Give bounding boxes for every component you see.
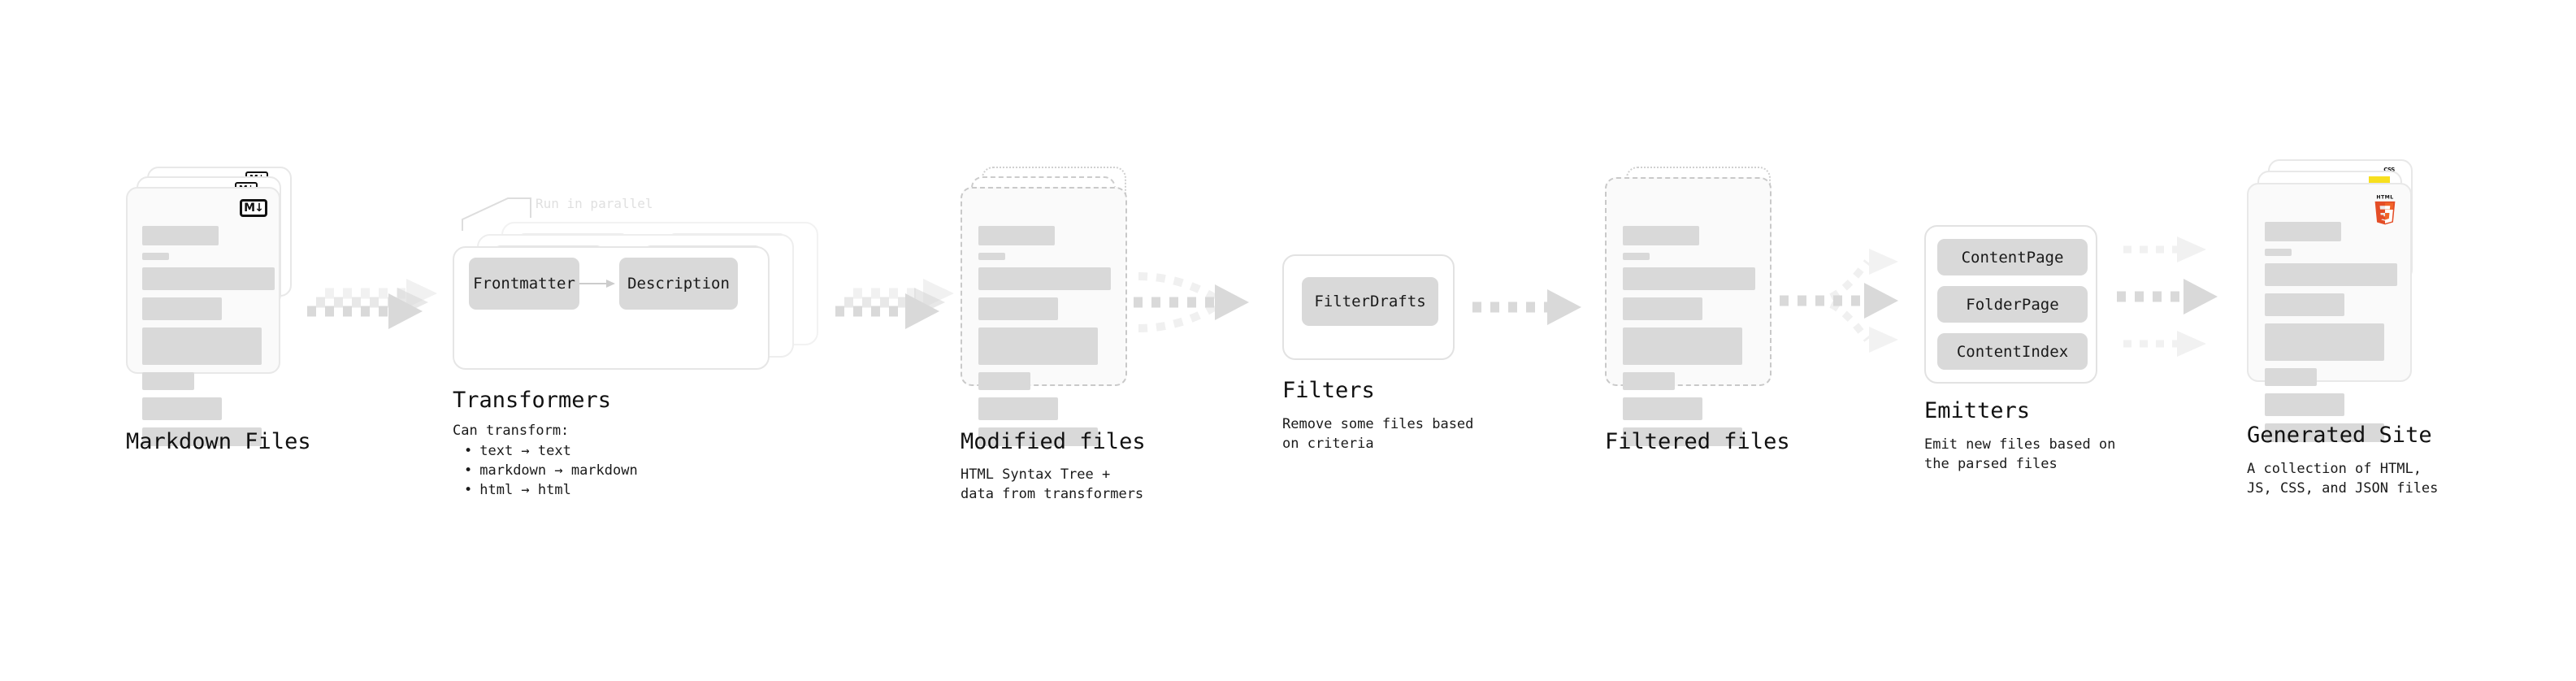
doc-line [142, 267, 275, 290]
doc-line [1623, 327, 1742, 365]
site-card-front: HTML [2247, 183, 2412, 442]
doc-line [1623, 226, 1699, 245]
emitters-title: Emitters [1924, 398, 2031, 423]
doc-line [978, 226, 1055, 245]
doc-line [2265, 323, 2384, 361]
arrow-emitters-to-site [2117, 233, 2263, 357]
generated-site-subtitle: A collection of HTML, JS, CSS, and JSON … [2247, 461, 2439, 497]
svg-text:HTML: HTML [2376, 195, 2393, 201]
doc-line [2265, 249, 2292, 256]
doc-line [978, 267, 1111, 290]
markdown-icon: M↓ [240, 199, 267, 217]
doc-line [1623, 267, 1755, 290]
arrow-markdown-to-transformers [307, 264, 470, 337]
emitter-chip-folderpage[interactable]: FolderPage [1937, 286, 2088, 323]
emitters-box: ContentPage FolderPage ContentIndex [1924, 225, 2097, 384]
doc-line [2265, 423, 2384, 442]
emitter-chip-contentindex[interactable]: ContentIndex [1937, 333, 2088, 370]
doc-line [2265, 222, 2341, 241]
transformers-bullets: text → text markdown → markdown html → h… [453, 441, 638, 500]
doc-line [978, 427, 1098, 446]
doc-line [1623, 297, 1702, 320]
doc-line [142, 397, 222, 420]
arrow-modified-to-filters [1134, 258, 1288, 348]
doc-line [2265, 393, 2344, 416]
arrow-transformers-to-modified [835, 264, 998, 337]
transformers-title: Transformers [453, 388, 612, 413]
transformer-arrow-front [579, 280, 615, 288]
doc-line [1623, 427, 1742, 446]
doc-line [978, 297, 1058, 320]
site-card-content [2265, 222, 2397, 449]
doc-line [978, 253, 1005, 260]
doc-line [142, 297, 222, 320]
doc-line [978, 327, 1098, 365]
modified-card-front [961, 187, 1127, 446]
transformers-subtitle: Can transform: [453, 423, 570, 439]
filter-chip-filterdrafts[interactable]: FilterDrafts [1302, 277, 1438, 326]
transformers-bullet-item: html → html [464, 480, 638, 500]
doc-line [142, 226, 219, 245]
filters-title: Filters [1282, 378, 1375, 403]
markdown-card-front: M↓ [126, 187, 280, 446]
html5-icon: HTML [2374, 195, 2396, 225]
arrow-filters-to-filtered [1472, 286, 1594, 335]
modified-card-content [978, 226, 1111, 453]
doc-line [1623, 253, 1650, 260]
emitter-chip-contentpage[interactable]: ContentPage [1937, 239, 2088, 275]
doc-line [1623, 397, 1702, 420]
doc-line [2265, 368, 2317, 386]
filtered-card-content [1623, 226, 1755, 453]
filtered-files-title: Filtered files [1605, 429, 1790, 454]
filtered-card-front [1605, 177, 1772, 446]
modified-files-subtitle: HTML Syntax Tree + data from transformer… [961, 466, 1144, 502]
doc-line [978, 397, 1058, 420]
doc-line [142, 427, 262, 446]
markdown-card-content [142, 226, 275, 453]
generated-site-card-stack: CSS HTML [2247, 159, 2422, 442]
filters-box: FilterDrafts [1282, 254, 1455, 360]
generated-site-title: Generated Site [2247, 423, 2432, 448]
markdown-files-title: Markdown Files [126, 429, 311, 454]
filters-subtitle: Remove some files based on criteria [1282, 416, 1474, 452]
doc-line [1623, 372, 1675, 390]
doc-line [142, 253, 169, 260]
transformers-bullet-item: markdown → markdown [464, 461, 637, 480]
doc-line [142, 372, 194, 390]
transformer-chip-description[interactable]: Description [619, 258, 738, 310]
emitters-subtitle: Emit new files based on the parsed files [1924, 436, 2116, 472]
transformers-group: Run in parallel Frontmatter Description … [451, 191, 833, 370]
doc-line [978, 372, 1030, 390]
doc-line [2265, 263, 2397, 286]
run-in-parallel-label: Run in parallel [536, 196, 653, 211]
modified-files-card-stack [961, 167, 1135, 446]
modified-files-title: Modified files [961, 429, 1146, 454]
doc-line [142, 327, 262, 365]
transformer-chip-frontmatter[interactable]: Frontmatter [469, 258, 579, 310]
filtered-files-card-stack [1605, 167, 1780, 446]
doc-line [2265, 293, 2344, 316]
arrow-filtered-to-emitters [1780, 236, 1934, 358]
transformers-bullet-item: text → text [464, 441, 638, 461]
run-in-parallel-bracket [462, 197, 531, 231]
markdown-files-card-stack: M↓ M↓ M↓ [126, 167, 301, 446]
